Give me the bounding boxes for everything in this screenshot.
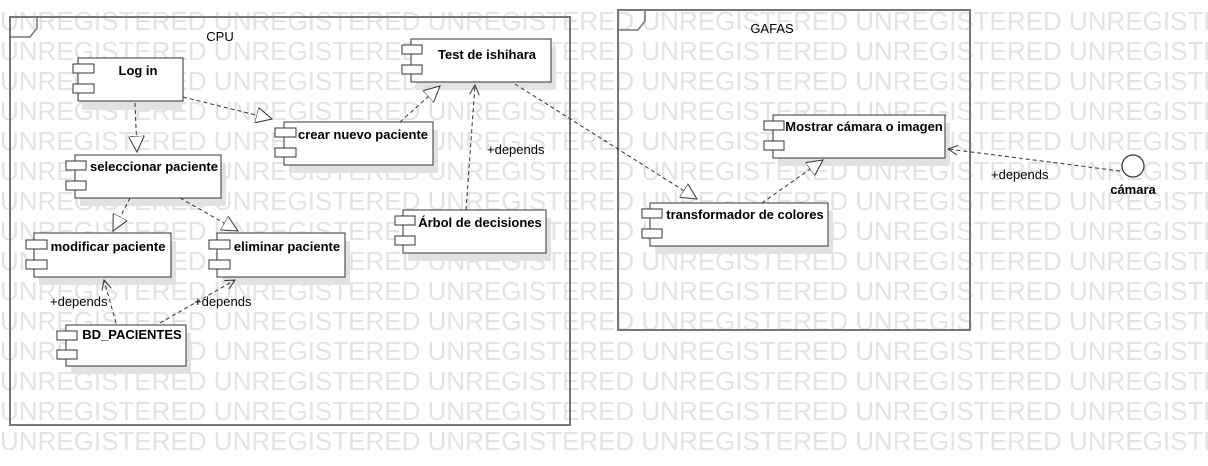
component-arbol-label: Árbol de decisiones xyxy=(418,215,542,230)
component-seleccionar-label: seleccionar paciente xyxy=(90,159,218,174)
component-test-de-ishihara[interactable]: Test de ishihara xyxy=(401,38,556,90)
component-icon xyxy=(56,330,78,341)
dependency-login-to-seleccionar xyxy=(135,102,137,152)
dependency-bd-to-eliminar xyxy=(159,280,235,324)
dependency-bd-to-modificar xyxy=(104,280,117,324)
watermark-text: UNREGISTERED UNREGISTERED UNREGISTERED U… xyxy=(0,36,1208,66)
package-gafas[interactable]: GAFAS xyxy=(617,9,971,331)
component-crear-nuevo-paciente[interactable]: crear nuevo paciente xyxy=(274,121,438,173)
depends-label: +depends xyxy=(50,294,108,309)
component-icon xyxy=(72,63,95,74)
watermark-text: UNREGISTERED UNREGISTERED UNREGISTERED U… xyxy=(0,246,1208,276)
component-crear-label: crear nuevo paciente xyxy=(298,127,428,142)
component-icon xyxy=(65,160,87,171)
interface-camara-label: cámara xyxy=(1110,182,1156,197)
package-cpu[interactable]: CPU xyxy=(9,16,571,426)
component-eliminar-paciente[interactable]: eliminar paciente xyxy=(208,232,350,285)
package-cpu-label: CPU xyxy=(206,29,233,44)
component-bd-pacientes[interactable]: BD_PACIENTES xyxy=(56,324,191,374)
component-icon xyxy=(763,140,785,151)
component-icon xyxy=(394,235,416,246)
watermark-text: UNREGISTERED UNREGISTERED UNREGISTERED U… xyxy=(0,6,1208,36)
component-mostrar-label: Mostrar cámara o imagen xyxy=(785,119,943,134)
component-icon xyxy=(56,349,78,360)
dependency-seleccionar-to-modificar xyxy=(113,197,131,231)
depends-label: +depends xyxy=(991,167,1049,182)
watermark-text: UNREGISTERED UNREGISTERED UNREGISTERED U… xyxy=(0,216,1208,246)
dependency-login-to-crear xyxy=(182,96,272,119)
watermark-text: UNREGISTERED UNREGISTERED UNREGISTERED U… xyxy=(0,96,1208,126)
watermark-text: UNREGISTERED UNREGISTERED UNREGISTERED U… xyxy=(0,126,1208,156)
component-login[interactable]: Log in xyxy=(72,57,184,110)
component-icon xyxy=(641,208,663,219)
component-icon xyxy=(274,127,297,138)
component-icon xyxy=(25,239,48,250)
component-icon xyxy=(208,259,231,270)
component-icon xyxy=(25,259,48,270)
component-icon xyxy=(394,215,416,226)
component-transformador-label: transformador de colores xyxy=(666,207,824,222)
watermark-text: UNREGISTERED UNREGISTERED UNREGISTERED U… xyxy=(0,66,1208,96)
component-seleccionar-paciente[interactable]: seleccionar paciente xyxy=(65,154,226,206)
component-icon xyxy=(401,44,423,55)
package-gafas-label: GAFAS xyxy=(750,21,794,36)
watermark-text: UNREGISTERED UNREGISTERED UNREGISTERED U… xyxy=(0,426,1208,456)
watermark-text: UNREGISTERED UNREGISTERED UNREGISTERED U… xyxy=(0,306,1208,336)
depends-label: +depends xyxy=(194,294,252,309)
component-login-label: Log in xyxy=(119,63,158,78)
component-transformador-de-colores[interactable]: transformador de colores xyxy=(641,202,833,254)
component-icon xyxy=(208,239,231,250)
dependency-camara-to-mostrar xyxy=(948,149,1121,172)
watermark-text: UNREGISTERED UNREGISTERED UNREGISTERED U… xyxy=(0,366,1208,396)
watermark-text: UNREGISTERED UNREGISTERED UNREGISTERED U… xyxy=(0,276,1208,306)
component-icon xyxy=(763,120,785,131)
component-eliminar-label: eliminar paciente xyxy=(234,239,340,254)
watermark-text: UNREGISTERED UNREGISTERED UNREGISTERED U… xyxy=(0,336,1208,366)
interface-circle xyxy=(1121,154,1145,178)
component-icon xyxy=(274,147,297,158)
depends-label: +depends xyxy=(487,142,545,157)
component-icon xyxy=(65,180,87,191)
component-modificar-paciente[interactable]: modificar paciente xyxy=(25,232,176,285)
component-icon xyxy=(401,64,423,75)
interface-camara[interactable]: cámara xyxy=(1110,154,1157,197)
dependency-test-to-transformador xyxy=(514,83,697,199)
component-modificar-label: modificar paciente xyxy=(51,239,166,254)
component-icon xyxy=(641,228,663,239)
dependency-arbol-to-test xyxy=(465,85,475,211)
dependency-transformador-to-mostrar xyxy=(761,160,823,204)
component-test-label: Test de ishihara xyxy=(438,47,537,62)
component-mostrar-camara-o-imagen[interactable]: Mostrar cámara o imagen xyxy=(763,114,950,166)
component-icon xyxy=(72,83,95,94)
dependency-crear-to-test xyxy=(399,86,440,123)
component-arbol-de-decisiones[interactable]: Árbol de decisiones xyxy=(394,209,551,261)
component-bd-label: BD_PACIENTES xyxy=(82,327,182,342)
watermark-text: UNREGISTERED UNREGISTERED UNREGISTERED U… xyxy=(0,396,1208,426)
